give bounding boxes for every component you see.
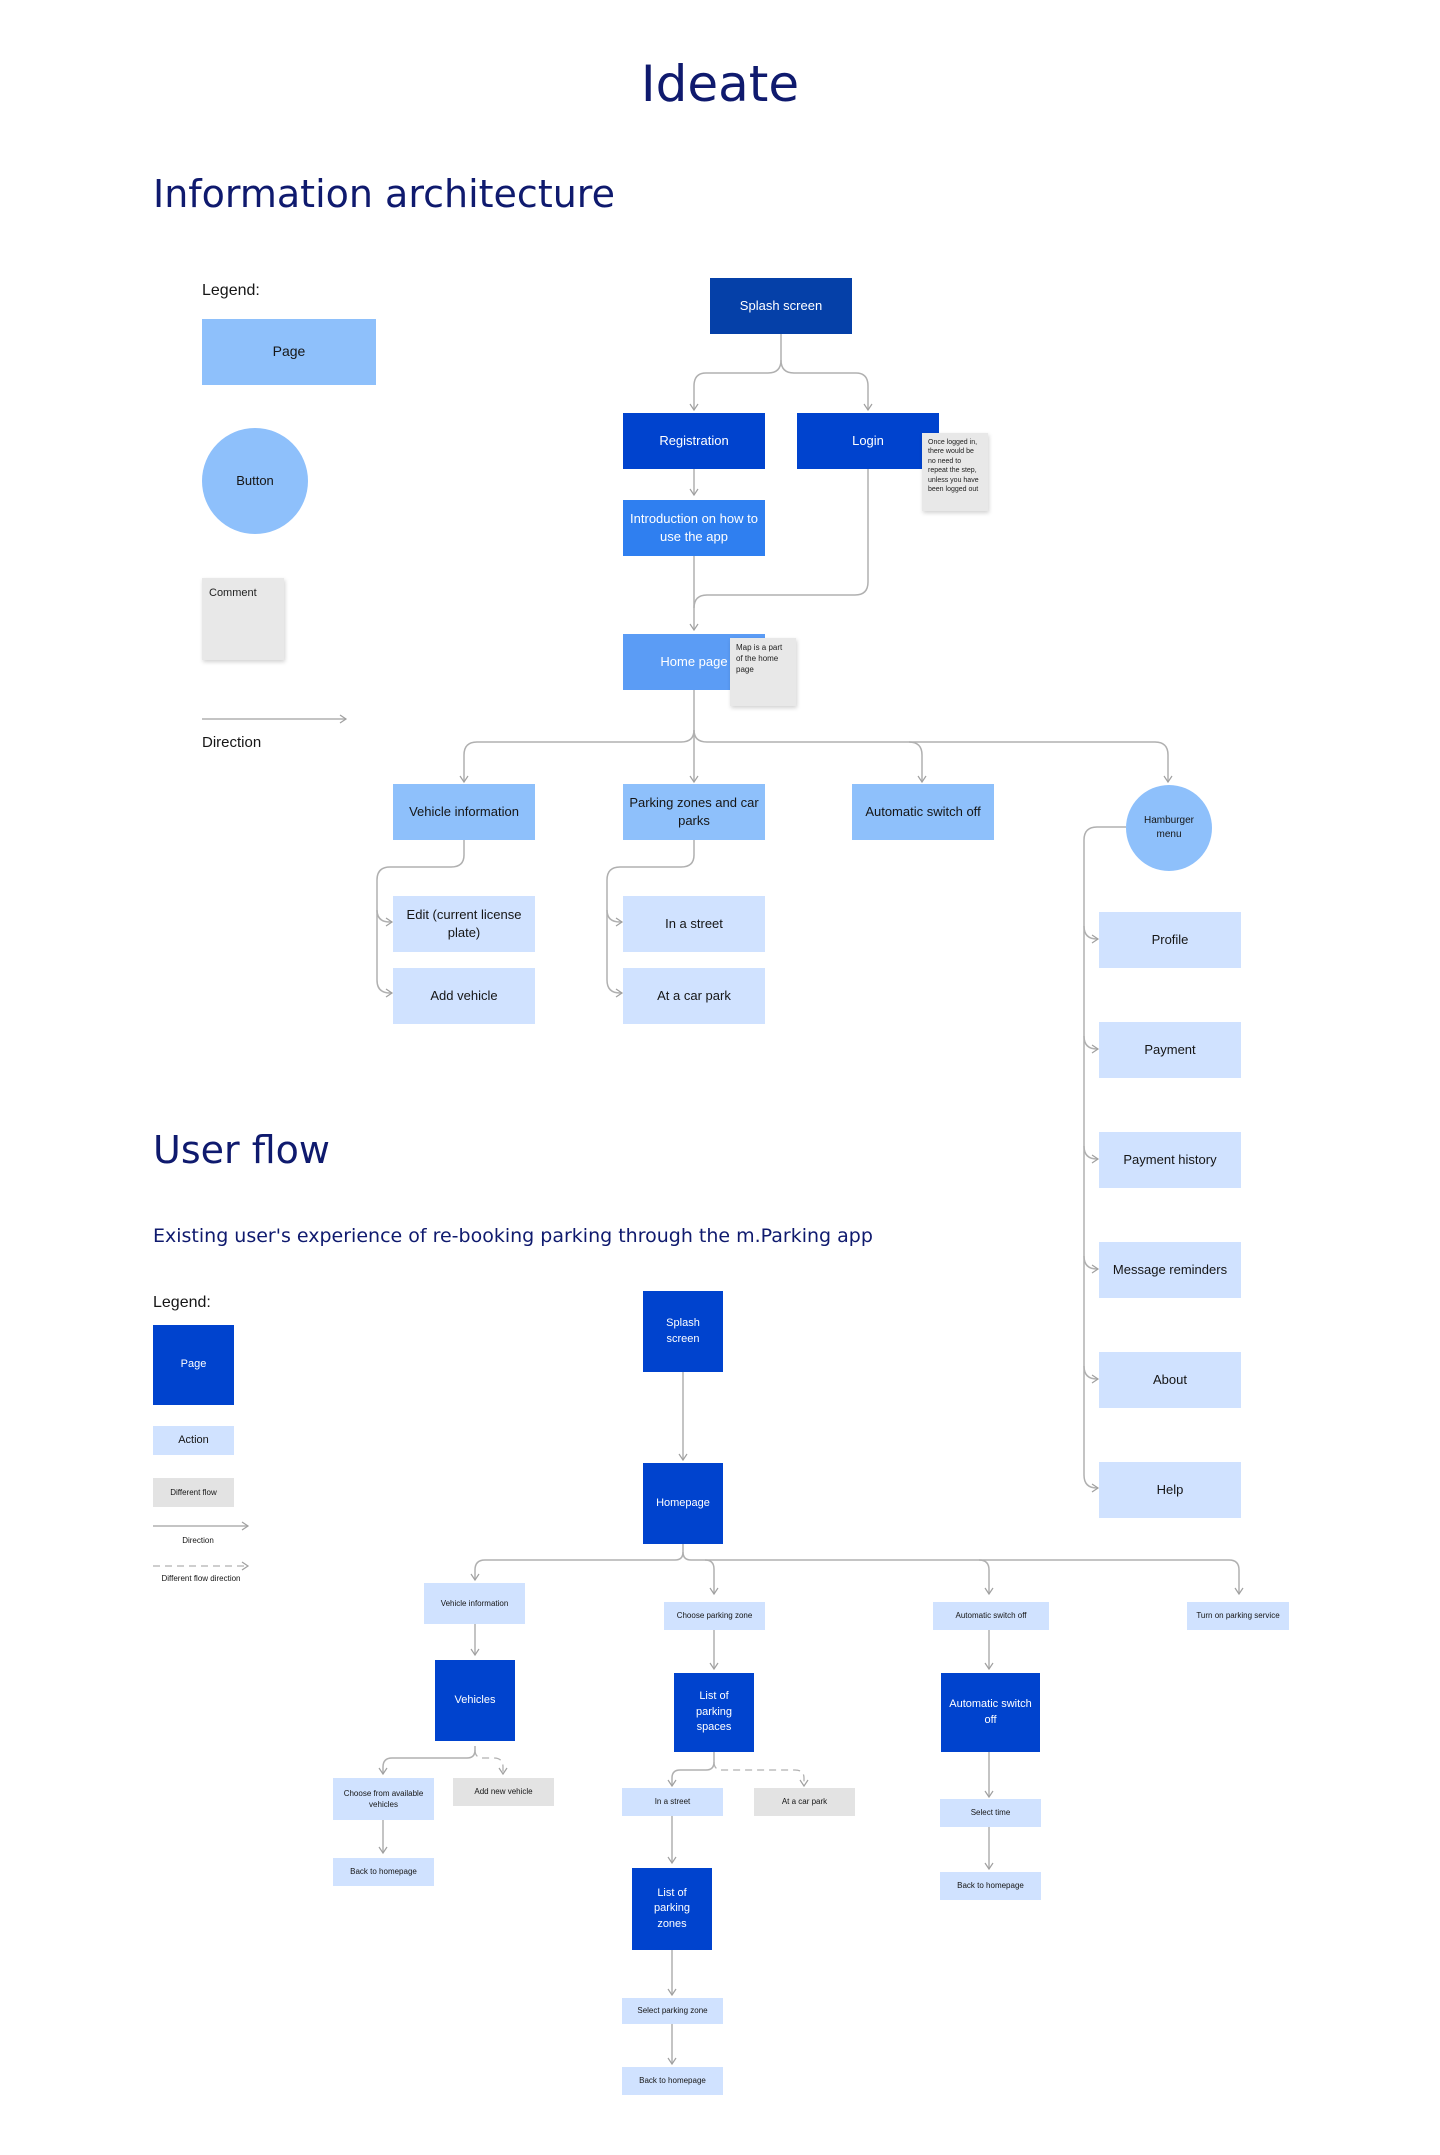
uf-select-time: Select time bbox=[940, 1799, 1041, 1827]
ia-registration: Registration bbox=[623, 413, 765, 469]
uf-homepage: Homepage bbox=[643, 1463, 723, 1544]
uf-list-of-parking-spaces: List of parking spaces bbox=[674, 1673, 754, 1752]
uf-subtitle: Existing user's experience of re-booking… bbox=[153, 1225, 873, 1247]
ia-automatic-switch-off: Automatic switch off bbox=[852, 784, 994, 840]
ia-login-comment-text: Once logged in, there would be no need t… bbox=[928, 439, 979, 494]
ia-login: Login bbox=[797, 413, 939, 469]
uf-choose-parking-zone: Choose parking zone bbox=[664, 1602, 765, 1630]
ia-edit-license-plate: Edit (current license plate) bbox=[393, 896, 535, 952]
ia-vehicle-information: Vehicle information bbox=[393, 784, 535, 840]
uf-legend-direction: Direction bbox=[182, 1536, 214, 1545]
uf-legend-different-flow: Different flow bbox=[153, 1478, 234, 1507]
uf-back-to-homepage-switch: Back to homepage bbox=[940, 1872, 1041, 1900]
uf-vehicle-information: Vehicle information bbox=[424, 1583, 525, 1624]
uf-back-to-homepage-vehicles: Back to homepage bbox=[333, 1858, 434, 1886]
ia-profile: Profile bbox=[1099, 912, 1241, 968]
ia-intro: Introduction on how to use the app bbox=[623, 500, 765, 556]
uf-select-parking-zone: Select parking zone bbox=[622, 1998, 723, 2024]
ia-hamburger-menu: Hamburger menu bbox=[1126, 785, 1212, 871]
uf-choose-from-available-vehicles: Choose from available vehicles bbox=[333, 1778, 434, 1820]
ia-about: About bbox=[1099, 1352, 1241, 1408]
ia-legend-button: Button bbox=[202, 428, 308, 534]
uf-legend-different-flow-direction: Different flow direction bbox=[161, 1574, 241, 1583]
ia-payment-history: Payment history bbox=[1099, 1132, 1241, 1188]
ia-map-comment: Map is a part of the home page bbox=[730, 638, 796, 706]
page-title: Ideate bbox=[640, 55, 800, 113]
ia-legend-title: Legend: bbox=[202, 282, 260, 299]
ia-add-vehicle: Add vehicle bbox=[393, 968, 535, 1024]
ia-legend-comment: Comment bbox=[202, 578, 284, 660]
ia-payment: Payment bbox=[1099, 1022, 1241, 1078]
ia-legend-comment-label: Comment bbox=[209, 587, 257, 599]
ia-heading: Information architecture bbox=[153, 172, 615, 216]
ia-in-a-street: In a street bbox=[623, 896, 765, 952]
uf-legend-action: Action bbox=[153, 1426, 234, 1455]
ia-message-reminders: Message reminders bbox=[1099, 1242, 1241, 1298]
ia-login-comment: Once logged in, there would be no need t… bbox=[922, 433, 988, 511]
uf-at-a-car-park: At a car park bbox=[754, 1788, 855, 1816]
uf-heading: User flow bbox=[153, 1128, 330, 1172]
uf-automatic-switch-off-action: Automatic switch off bbox=[933, 1602, 1049, 1630]
uf-turn-on-parking-service: Turn on parking service bbox=[1187, 1602, 1289, 1630]
uf-back-to-homepage-zones: Back to homepage bbox=[622, 2067, 723, 2095]
ia-legend-page: Page bbox=[202, 319, 376, 385]
ia-map-comment-text: Map is a part of the home page bbox=[736, 643, 783, 674]
ia-parking-zones: Parking zones and car parks bbox=[623, 784, 765, 840]
ia-at-a-car-park: At a car park bbox=[623, 968, 765, 1024]
uf-splash-screen: Splash screen bbox=[643, 1291, 723, 1372]
uf-legend-title: Legend: bbox=[153, 1294, 211, 1311]
ia-splash-screen: Splash screen bbox=[710, 278, 852, 334]
ia-help: Help bbox=[1099, 1462, 1241, 1518]
uf-vehicles: Vehicles bbox=[435, 1660, 515, 1741]
uf-legend-page: Page bbox=[153, 1325, 234, 1405]
uf-in-a-street: In a street bbox=[622, 1788, 723, 1816]
uf-add-new-vehicle: Add new vehicle bbox=[453, 1778, 554, 1806]
uf-list-of-parking-zones: List of parking zones bbox=[632, 1868, 712, 1950]
ia-legend-direction: Direction bbox=[202, 734, 262, 751]
uf-automatic-switch-off-page: Automatic switch off bbox=[941, 1673, 1040, 1752]
